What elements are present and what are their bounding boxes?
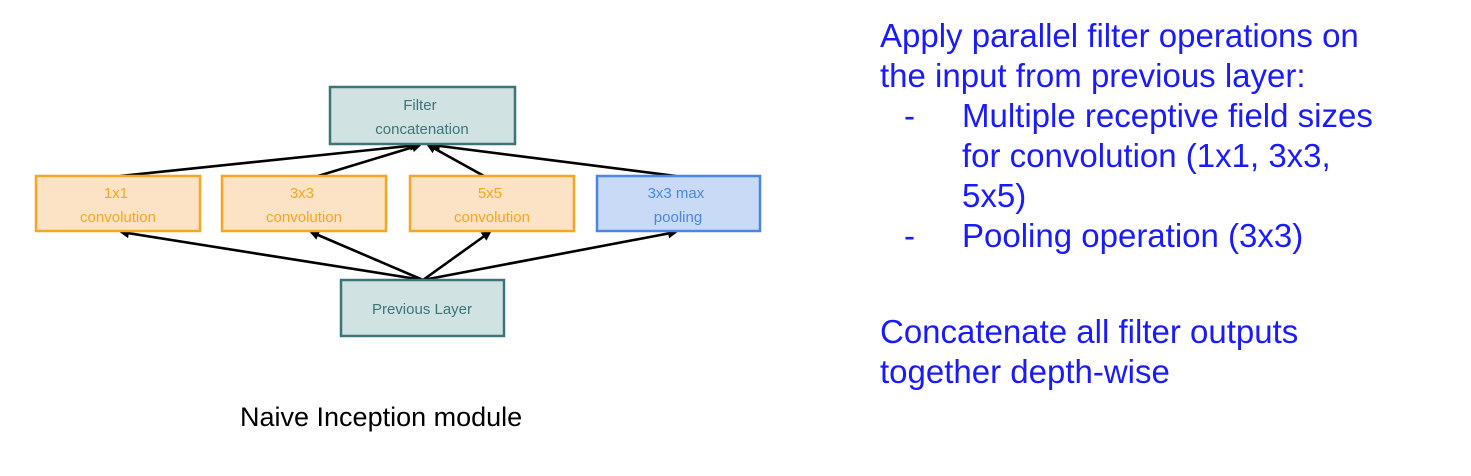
outro-line: together depth-wise (880, 353, 1170, 390)
conv-1x1-rect (34, 174, 202, 233)
svg-text:1x1 convolution: 1x1 convolution (80, 185, 156, 226)
arrow-previous-to-conv1 (119, 228, 424, 282)
intro-paragraph: Apply parallel filter operations on the … (880, 16, 1465, 96)
filter-concatenation-rect (328, 85, 517, 146)
max-pooling-rect (595, 174, 762, 233)
arrows-to-concat (119, 140, 677, 178)
arrows-from-previous (119, 228, 678, 282)
bullet-line: 5x5) (962, 177, 1027, 214)
arrow-conv1-to-concat (119, 140, 420, 178)
max-pooling-box: 3x3 max pooling (595, 174, 762, 233)
filter-concatenation-label-line1: Filter (403, 97, 436, 114)
previous-layer-rect (339, 278, 506, 338)
conv-1x1-label-line2: convolution (80, 209, 156, 226)
intro-line: Apply parallel filter operations on (880, 17, 1359, 54)
inception-diagram: Filter concatenation 1x1 convolution 3x3… (34, 85, 762, 338)
filter-concatenation-label-line2: concatenation (375, 121, 468, 138)
conv-5x5-rect (408, 174, 576, 233)
diagram-caption: Naive Inception module (240, 402, 523, 432)
previous-layer-label: Previous Layer (372, 301, 472, 318)
svg-text:Previous Layer: Previous Layer (372, 301, 472, 318)
previous-layer-box: Previous Layer (339, 278, 506, 338)
svg-text:5x5 convolution: 5x5 convolution (454, 185, 530, 226)
outro-paragraph: Concatenate all filter outputs together … (880, 312, 1465, 392)
bullet-line: for convolution (1x1, 3x3, (962, 137, 1331, 174)
max-pooling-label-line2: pooling (654, 209, 702, 226)
arrow-previous-to-conv5 (422, 230, 492, 282)
bullet-dash: - (904, 217, 915, 254)
svg-text:Filter concatenation: Filter concatenation (375, 97, 468, 138)
conv-5x5-box: 5x5 convolution (408, 174, 576, 233)
bullet-list: - Multiple receptive field sizes for con… (880, 96, 1465, 256)
conv-1x1-label-line1: 1x1 (104, 185, 128, 202)
max-pooling-label-line1: 3x3 max (648, 185, 705, 202)
filter-concatenation-box: Filter concatenation (328, 85, 517, 146)
arrow-pool-to-concat (430, 141, 677, 178)
conv-5x5-label-line2: convolution (454, 209, 530, 226)
bullet-receptive-fields: - Multiple receptive field sizes for con… (880, 96, 1465, 216)
conv-5x5-label-line1: 5x5 (478, 185, 502, 202)
bullet-pooling: - Pooling operation (3x3) (880, 216, 1465, 256)
arrow-previous-to-pool (422, 228, 678, 282)
conv-3x3-label-line2: convolution (266, 209, 342, 226)
intro-line: the input from previous layer: (880, 57, 1306, 94)
arrow-conv3-to-concat (317, 142, 422, 178)
conv-3x3-box: 3x3 convolution (220, 174, 388, 233)
bullet-dash: - (904, 97, 915, 134)
svg-text:3x3 convolution: 3x3 convolution (266, 185, 342, 226)
outro-line: Concatenate all filter outputs (880, 313, 1299, 350)
conv-1x1-box: 1x1 convolution (34, 174, 202, 233)
conv-3x3-label-line1: 3x3 (290, 185, 314, 202)
bullet-line: Pooling operation (3x3) (962, 217, 1304, 254)
arrow-previous-to-conv3 (309, 230, 424, 282)
bullet-line: Multiple receptive field sizes (962, 97, 1373, 134)
description-panel: Apply parallel filter operations on the … (880, 16, 1465, 392)
conv-3x3-rect (220, 174, 388, 233)
svg-text:3x3 max pooling: 3x3 max pooling (648, 185, 709, 226)
